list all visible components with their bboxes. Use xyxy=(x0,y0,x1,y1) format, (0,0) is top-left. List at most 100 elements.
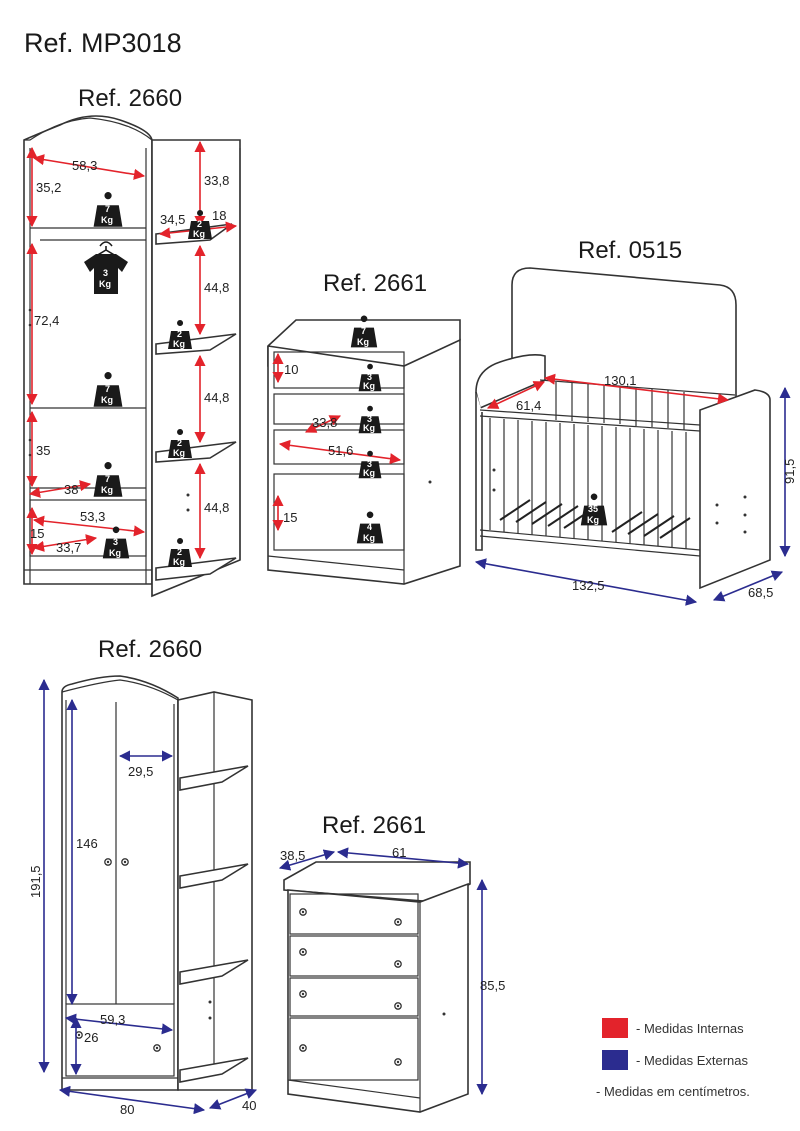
dim-dresser-61: 61 xyxy=(392,845,406,860)
svg-text:Kg: Kg xyxy=(363,533,375,543)
dim-wardrobe-191-5: 191,5 xyxy=(28,865,43,898)
legend-note: - Medidas em centímetros. xyxy=(596,1084,750,1099)
ref-label-wardrobe-top: Ref. 2660 xyxy=(78,85,182,112)
weight-tag-7kg-low: 7 Kg xyxy=(93,462,123,497)
dim-wardrobe-146: 146 xyxy=(76,836,98,851)
weight-tag-dresser-3kg-c: 3 Kg xyxy=(358,450,382,479)
dim-44-8-c: 44,8 xyxy=(204,500,229,515)
dim-wardrobe-80: 80 xyxy=(120,1102,134,1117)
dim-crib-61-4: 61,4 xyxy=(516,398,541,413)
dim-crib-130-1: 130,1 xyxy=(604,373,637,388)
dim-dresser-15: 15 xyxy=(283,510,297,525)
dim-38: 38 xyxy=(64,482,78,497)
weight-tag-2kg-shelf2: 2 Kg xyxy=(168,320,192,349)
dim-dresser-51-6: 51,6 xyxy=(328,443,353,458)
svg-text:Kg: Kg xyxy=(101,395,113,405)
crib-mattress-slats xyxy=(499,499,691,539)
svg-text:Kg: Kg xyxy=(101,215,113,225)
crib-drawing xyxy=(475,267,771,590)
dim-58-3: 58,3 xyxy=(72,158,97,173)
svg-text:3: 3 xyxy=(367,459,372,469)
svg-text:Kg: Kg xyxy=(363,381,375,391)
weight-tag-dresser-3kg-a: 3 Kg xyxy=(358,363,382,392)
weight-tag-dresser-7kg: 7 Kg xyxy=(350,315,378,348)
weight-tag-2kg-shelf4: 2 Kg xyxy=(168,538,192,567)
weight-tag-2kg-shelf3: 2 Kg xyxy=(168,429,192,458)
dim-33-8-top: 33,8 xyxy=(204,173,229,188)
dim-53-3: 53,3 xyxy=(80,509,105,524)
dim-34-5: 34,5 xyxy=(160,212,185,227)
svg-text:3: 3 xyxy=(103,268,108,278)
ref-label-dresser-bottom: Ref. 2661 xyxy=(322,812,426,839)
dim-44-8-a: 44,8 xyxy=(204,280,229,295)
legend-swatch-external xyxy=(602,1050,628,1070)
dim-wardrobe-29-5: 29,5 xyxy=(128,764,153,779)
dim-wardrobe-26: 26 xyxy=(84,1030,98,1045)
ref-label-crib: Ref. 0515 xyxy=(578,237,682,264)
svg-text:2: 2 xyxy=(177,438,182,448)
svg-text:Kg: Kg xyxy=(173,339,185,349)
dim-33-7: 33,7 xyxy=(56,540,81,555)
dresser-top-group: Ref. 2661 10 33,8 51,6 15 7 Kg 3 Kg xyxy=(267,270,461,585)
dim-crib-91-5: 91,5 xyxy=(782,459,797,484)
svg-text:3: 3 xyxy=(113,537,118,547)
wardrobe-bottom-group: Ref. 2660 xyxy=(28,636,258,1117)
legend-label-internal: - Medidas Internas xyxy=(636,1021,744,1036)
dim-wardrobe-40: 40 xyxy=(242,1098,256,1113)
dresser-bottom-group: Ref. 2661 xyxy=(278,812,505,1113)
weight-tag-3kg-drawer: 3 Kg xyxy=(102,526,130,559)
crib-group: Ref. 0515 xyxy=(474,237,797,606)
dim-wardrobe-59-3: 59,3 xyxy=(100,1012,125,1027)
dim-35-2: 35,2 xyxy=(36,180,61,195)
svg-text:7: 7 xyxy=(105,474,110,484)
dim-dresser-85-5: 85,5 xyxy=(480,978,505,993)
svg-text:4: 4 xyxy=(367,522,372,532)
svg-text:Kg: Kg xyxy=(99,279,111,289)
weight-tag-hanger-3kg: 3 Kg xyxy=(84,241,128,294)
dim-crib-68-5: 68,5 xyxy=(748,585,773,600)
svg-text:Kg: Kg xyxy=(109,548,121,558)
svg-text:35: 35 xyxy=(588,504,598,514)
svg-text:2: 2 xyxy=(197,219,202,229)
svg-text:Kg: Kg xyxy=(357,337,369,347)
weight-tag-2kg-shelf1: 2 Kg xyxy=(188,210,212,239)
dim-dresser-33-8: 33,8 xyxy=(312,415,337,430)
svg-text:7: 7 xyxy=(105,384,110,394)
dresser-bottom-drawing xyxy=(283,861,471,1113)
svg-text:Kg: Kg xyxy=(173,557,185,567)
ref-label-dresser-top: Ref. 2661 xyxy=(323,270,427,297)
legend: - Medidas Internas - Medidas Externas - … xyxy=(596,1018,750,1099)
weight-tag-crib-35kg: 35 Kg xyxy=(580,493,608,526)
dim-15-wardrobe: 15 xyxy=(30,526,44,541)
dresser-top-drawing xyxy=(267,319,461,585)
dim-18: 18 xyxy=(212,208,226,223)
svg-text:Kg: Kg xyxy=(173,448,185,458)
svg-text:2: 2 xyxy=(177,547,182,557)
wardrobe-bottom-drawing xyxy=(61,675,253,1091)
dim-44-8-b: 44,8 xyxy=(204,390,229,405)
svg-text:Kg: Kg xyxy=(363,468,375,478)
weight-tag-dresser-4kg: 4 Kg xyxy=(356,511,384,544)
main-title: Ref. MP3018 xyxy=(24,28,182,58)
weight-tag-dresser-3kg-b: 3 Kg xyxy=(358,405,382,434)
legend-label-external: - Medidas Externas xyxy=(636,1053,748,1068)
svg-text:7: 7 xyxy=(361,326,366,336)
svg-text:3: 3 xyxy=(367,372,372,382)
dim-dresser-38-5: 38,5 xyxy=(280,848,305,863)
svg-text:2: 2 xyxy=(177,329,182,339)
weight-tag-7kg-top: 7 Kg xyxy=(93,192,123,227)
svg-text:Kg: Kg xyxy=(587,515,599,525)
svg-text:7: 7 xyxy=(105,204,110,214)
weight-tag-7kg-mid: 7 Kg xyxy=(93,372,123,407)
svg-text:Kg: Kg xyxy=(363,423,375,433)
dim-dresser-10: 10 xyxy=(284,362,298,377)
svg-text:3: 3 xyxy=(367,414,372,424)
svg-text:Kg: Kg xyxy=(101,485,113,495)
legend-swatch-internal xyxy=(602,1018,628,1038)
dim-72-4: 72,4 xyxy=(34,313,59,328)
svg-text:Kg: Kg xyxy=(193,229,205,239)
wardrobe-top-group: Ref. 2660 xyxy=(23,85,241,598)
ref-label-wardrobe-bottom: Ref. 2660 xyxy=(98,636,202,663)
dim-35: 35 xyxy=(36,443,50,458)
